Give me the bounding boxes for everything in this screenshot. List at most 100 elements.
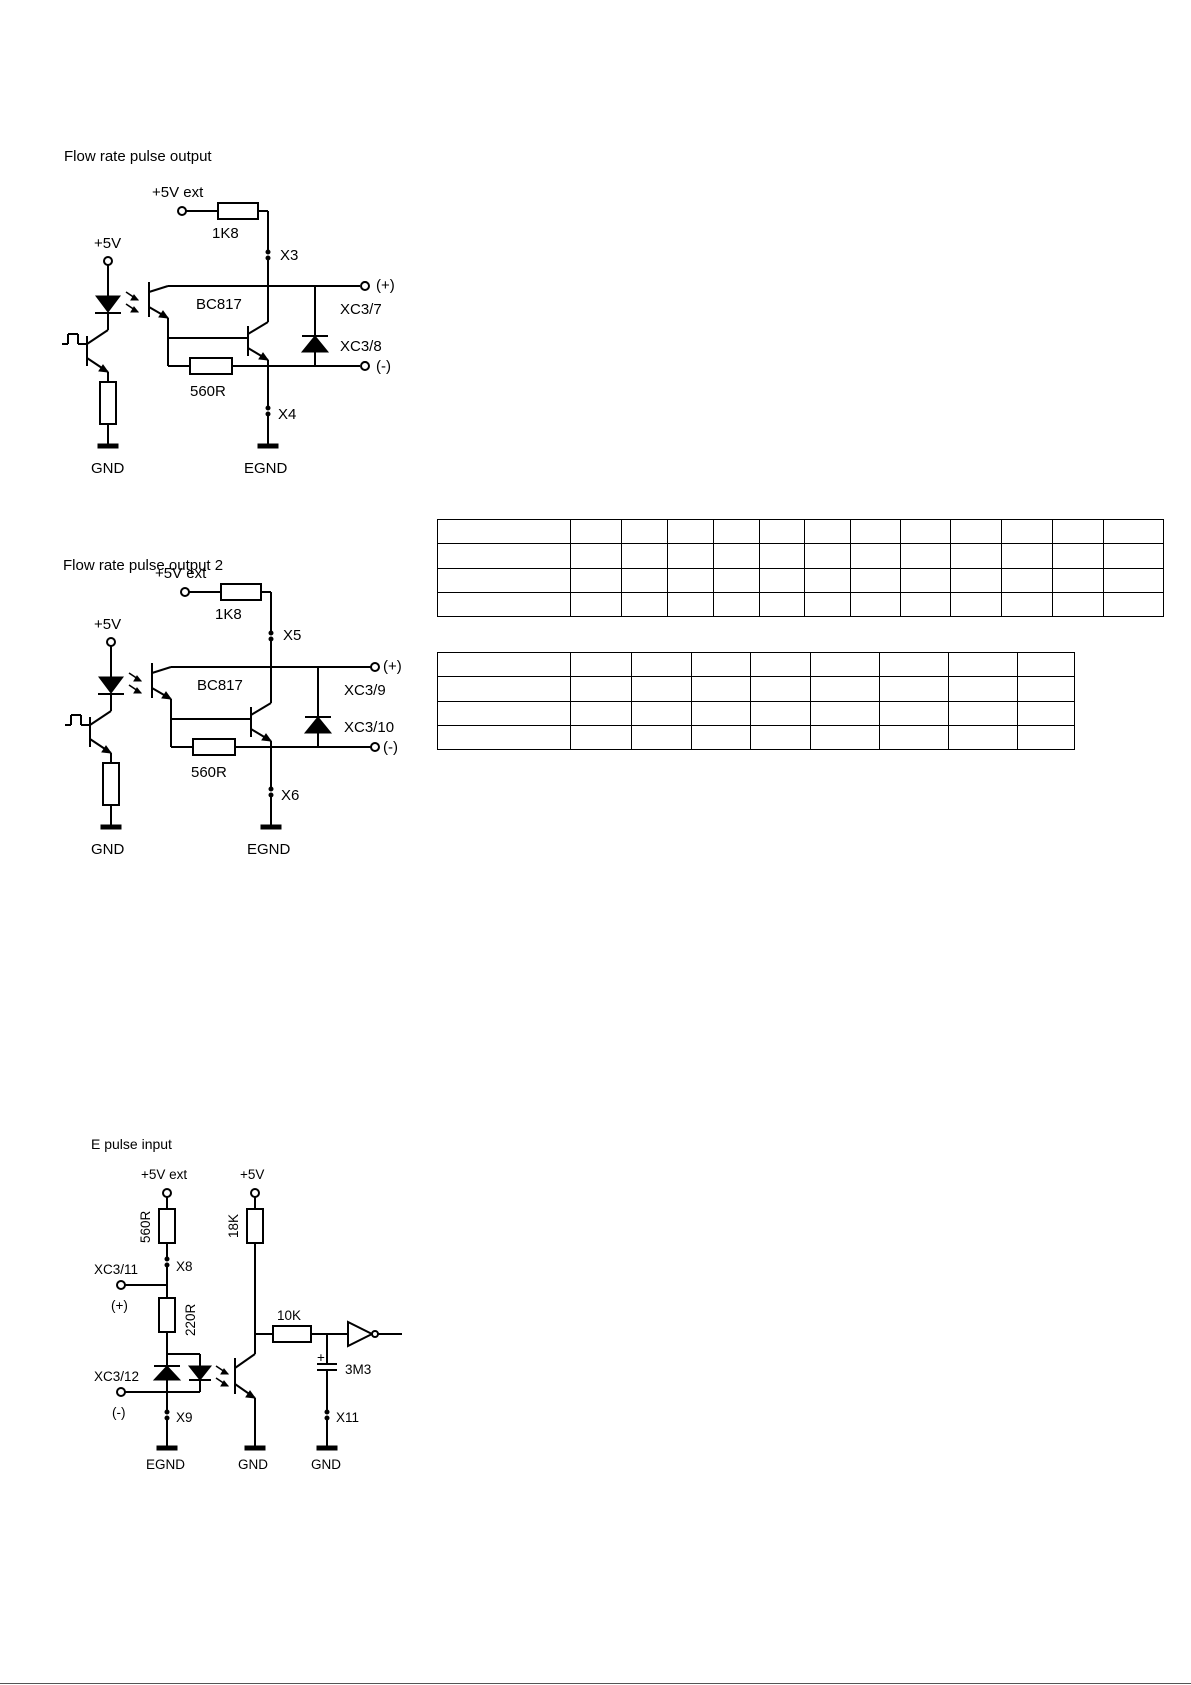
table-cell bbox=[712, 543, 760, 569]
table-cell bbox=[758, 567, 806, 593]
resistor-10k bbox=[272, 1325, 312, 1343]
resistor-560r bbox=[158, 1208, 176, 1244]
label-r-pullup: 18K bbox=[226, 1214, 241, 1238]
table-cell bbox=[750, 651, 812, 678]
table-cell bbox=[437, 591, 571, 618]
resistor-1k8 bbox=[217, 202, 259, 220]
table-row bbox=[437, 676, 1075, 702]
table-cell bbox=[900, 543, 952, 569]
table-cell bbox=[437, 651, 571, 678]
table-cell bbox=[437, 567, 571, 593]
table-cell bbox=[620, 567, 668, 593]
terminal-pin-pos bbox=[116, 1280, 126, 1290]
table-cell bbox=[690, 676, 752, 702]
label-egnd: EGND bbox=[247, 841, 291, 858]
table-cell bbox=[750, 700, 812, 726]
label-cap-polarity: + bbox=[317, 1350, 325, 1365]
label-jumper-bottom: X4 bbox=[278, 406, 296, 423]
table-cell bbox=[437, 676, 571, 702]
table-cell bbox=[1017, 724, 1075, 751]
label-r-series-mid: 220R bbox=[183, 1303, 198, 1336]
table-cell bbox=[666, 567, 714, 593]
resistor-560r bbox=[192, 738, 236, 756]
table-cell bbox=[569, 700, 632, 726]
label-r-base: 560R bbox=[191, 764, 227, 781]
label-capacitor: 3M3 bbox=[345, 1362, 371, 1377]
label-r-base: 560R bbox=[190, 383, 226, 400]
label-egnd: EGND bbox=[244, 460, 288, 477]
table-cell bbox=[900, 518, 952, 545]
label-jumper-top: X3 bbox=[280, 247, 298, 264]
table-cell bbox=[950, 518, 1003, 545]
label-r-series-top: 560R bbox=[138, 1210, 153, 1243]
label-r-pullup: 1K8 bbox=[212, 225, 239, 242]
table-cell bbox=[1102, 543, 1165, 569]
egnd-symbol bbox=[257, 443, 279, 449]
terminal-ext-supply bbox=[177, 206, 187, 216]
table-cell bbox=[850, 543, 902, 569]
label-pin-pos: XC3/9 bbox=[344, 682, 386, 699]
label-pin-neg: XC3/10 bbox=[344, 719, 394, 736]
table-cell bbox=[879, 676, 950, 702]
table-cell bbox=[810, 724, 881, 751]
circuit-3-group: +5V ext +5V 560R 18K X8 XC3/11 (+) 220R … bbox=[94, 1167, 402, 1472]
table-cell bbox=[712, 567, 760, 593]
table-cell bbox=[1017, 700, 1075, 726]
label-supply: +5V bbox=[94, 616, 121, 633]
terminal-ext-supply bbox=[180, 587, 190, 597]
table-cell bbox=[1052, 591, 1104, 618]
resistor-220r bbox=[158, 1297, 176, 1333]
table-cell bbox=[630, 700, 692, 726]
led-input bbox=[187, 1365, 213, 1381]
table-cell bbox=[948, 700, 1019, 726]
table-cell bbox=[569, 543, 622, 569]
terminal-supply bbox=[106, 637, 116, 647]
table-row bbox=[437, 724, 1075, 751]
terminal-out-pos bbox=[370, 662, 380, 672]
table-cell bbox=[437, 543, 571, 569]
label-pin-neg: XC3/12 bbox=[94, 1369, 139, 1384]
table-cell bbox=[569, 567, 622, 593]
label-egnd: EGND bbox=[146, 1457, 185, 1472]
section-title-e-pulse-input: E pulse input bbox=[91, 1136, 172, 1152]
table-cell bbox=[630, 651, 692, 678]
section-title-flow-rate-pulse-output: Flow rate pulse output bbox=[64, 148, 212, 165]
table-cell bbox=[900, 591, 952, 618]
label-out-neg: (-) bbox=[376, 358, 391, 375]
resistor-1k8 bbox=[220, 583, 262, 601]
table-cell bbox=[804, 518, 852, 545]
table-cell bbox=[712, 591, 760, 618]
label-out-neg: (-) bbox=[383, 739, 398, 756]
label-ext-supply: +5V ext bbox=[141, 1167, 187, 1182]
table-cell bbox=[879, 651, 950, 678]
label-pin-pos: XC3/11 bbox=[94, 1262, 138, 1277]
table-cell bbox=[1001, 543, 1054, 569]
table-cell bbox=[1102, 591, 1165, 618]
label-out-pos: (+) bbox=[383, 658, 402, 675]
table-cell bbox=[950, 567, 1003, 593]
table-cell bbox=[758, 591, 806, 618]
table-cell bbox=[900, 567, 952, 593]
label-supply: +5V bbox=[240, 1167, 264, 1182]
diode-reverse bbox=[152, 1365, 182, 1381]
table-cell bbox=[437, 518, 571, 545]
label-supply: +5V bbox=[94, 235, 121, 252]
table-cell bbox=[750, 676, 812, 702]
table-cell bbox=[804, 567, 852, 593]
table-cell bbox=[948, 724, 1019, 751]
label-jumper-bottom: X9 bbox=[176, 1410, 193, 1425]
label-gnd: GND bbox=[91, 460, 125, 477]
label-pin-neg-sign: (-) bbox=[112, 1405, 126, 1420]
table-cell bbox=[690, 651, 752, 678]
table-cell bbox=[630, 676, 692, 702]
resistor-560r bbox=[189, 357, 233, 375]
section-title-flow-rate-pulse-output-2: Flow rate pulse output 2 bbox=[63, 557, 224, 574]
table-row bbox=[437, 518, 1165, 545]
empty-table-2-body bbox=[437, 651, 1075, 751]
table-cell bbox=[750, 724, 812, 751]
table-row bbox=[437, 700, 1075, 726]
table-cell bbox=[1001, 591, 1054, 618]
page-bottom-rule bbox=[0, 1683, 1191, 1684]
resistor-18k bbox=[246, 1208, 264, 1244]
table-cell bbox=[666, 518, 714, 545]
